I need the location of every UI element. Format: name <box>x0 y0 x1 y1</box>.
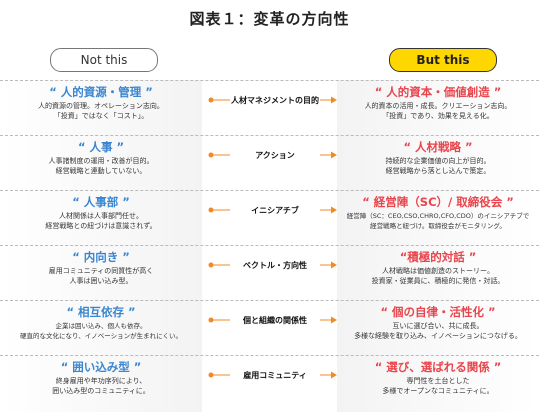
old-state-description: 人事諸制度の運用・改善が目的。 経営戦略と連動していない。 <box>48 157 154 175</box>
dimension-label: 雇用コミュニティ <box>230 370 320 381</box>
old-state-title: “ 相互依存 ” <box>66 305 136 319</box>
figure-title: 図表１：変革の方向性 <box>189 10 350 28</box>
new-state-description: 経営陣（SC：CEO,CSO,CHRO,CFO,CDO）のイニシアチブで 経営戦… <box>346 212 530 230</box>
new-state-description: 互いに選び合い、共に成長。 多様な経験を取り込み、イノベーションにつなげる。 <box>354 322 522 340</box>
comparison-row-1: “ 人的資源・管理 ” 人的資源の管理。オペレーション志向。 「投資」ではなく「… <box>0 82 539 137</box>
old-state-title: “ 人事 ” <box>77 140 125 154</box>
comparison-row-6: “ 囲い込み型 ” 終身雇用や年功序列により、 囲い込み型のコミュニティに。 雇… <box>0 357 539 412</box>
old-state-description: 雇用コミュニティの同質性が高く 人事は囲い込み型。 <box>48 267 154 285</box>
divider <box>0 245 539 246</box>
new-state-title: “ 選び、選ばれる関係 ” <box>374 360 502 374</box>
divider <box>0 135 539 136</box>
new-state-title: “ 人材戦略 ” <box>403 140 473 154</box>
new-state-title: “積極的対話 ” <box>399 250 477 264</box>
divider <box>0 300 539 301</box>
new-state-title: “ 個の自律・活性化 ” <box>380 305 496 319</box>
old-state-description: 人的資源の管理。オペレーション志向。 「投資」ではなく「コスト」。 <box>38 102 164 120</box>
old-state-description: 企業は囲い込み、個人も依存。 硬直的な文化になり、イノベーションが生まれにくい。 <box>20 322 182 340</box>
old-state-description: 人材関係は人事部門任せ。 経営戦略との紐づけは意識されず。 <box>45 212 157 230</box>
comparison-row-5: “ 相互依存 ” 企業は囲い込み、個人も依存。 硬直的な文化になり、イノベーショ… <box>0 302 539 357</box>
new-state-title: “ 経営陣（SC）/ 取締役会 ” <box>362 195 514 209</box>
dimension-label: アクション <box>230 150 320 161</box>
old-state-description: 終身雇用や年功序列により、 囲い込み型のコミュニティに。 <box>52 377 150 395</box>
new-state-description: 持続的な企業価値の向上が目的。 経営戦略から落とし込んで策定。 <box>385 157 491 175</box>
new-state-description: 人材戦略は価値創造のストーリー。 投資家・従業員に、積極的に発信・対話。 <box>371 267 505 285</box>
dimension-label: 人材マネジメントの目的 <box>230 95 320 106</box>
old-state-title: “ 囲い込み型 ” <box>60 360 142 374</box>
divider <box>0 190 539 191</box>
old-state-title: “ 人事部 ” <box>72 195 130 209</box>
new-state-description: 専門性を土台とした 多様でオープンなコミュニティに。 <box>382 377 494 395</box>
new-state-title: “ 人的資本・価値創造 ” <box>374 85 502 99</box>
old-state-title: “ 内向き ” <box>72 250 130 264</box>
dimension-label: イニシアチブ <box>230 205 320 216</box>
divider <box>0 80 539 81</box>
comparison-row-4: “ 内向き ” 雇用コミュニティの同質性が高く 人事は囲い込み型。 ベクトル・方… <box>0 247 539 302</box>
divider <box>0 355 539 356</box>
old-state-title: “ 人的資源・管理 ” <box>49 85 153 99</box>
new-state-description: 人的資本の活用・成長。クリエーション志向。 「投資」であり、効果を見える化。 <box>364 102 512 120</box>
not-this-label: Not this <box>50 48 158 72</box>
comparison-row-3: “ 人事部 ” 人材関係は人事部門任せ。 経営戦略との紐づけは意識されず。 イニ… <box>0 192 539 247</box>
but-this-label: But this <box>389 48 497 72</box>
comparison-row-2: “ 人事 ” 人事諸制度の運用・改善が目的。 経営戦略と連動していない。 アクシ… <box>0 137 539 192</box>
dimension-label: 個と組織の関係性 <box>230 315 320 326</box>
dimension-label: ベクトル・方向性 <box>230 260 320 271</box>
